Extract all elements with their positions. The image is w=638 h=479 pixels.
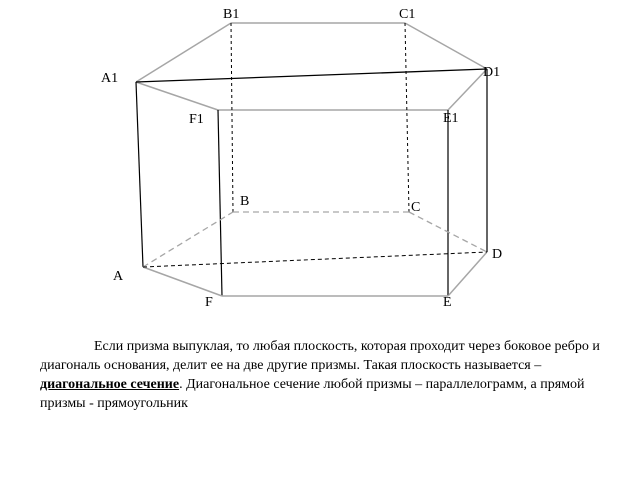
edge-a1-b1 bbox=[135, 22, 232, 83]
diagonal-a-d bbox=[142, 251, 488, 268]
edge-c-d bbox=[408, 211, 488, 253]
edge-c1-d1 bbox=[404, 22, 488, 70]
definition-sentence-1: Если призма выпуклая, то любая плоскость… bbox=[40, 339, 600, 373]
definition-sentence-2: . Диагональное сечение любой призмы – па… bbox=[40, 377, 585, 411]
edge-d1-e1 bbox=[447, 68, 488, 111]
edge-a-a1 bbox=[135, 81, 144, 268]
edge-f-a bbox=[142, 266, 223, 297]
edge-f1-a1 bbox=[135, 81, 219, 111]
edge-c-c1 bbox=[404, 22, 410, 213]
label-c: C bbox=[411, 200, 420, 215]
edge-a-b bbox=[142, 211, 234, 268]
label-b1: B1 bbox=[223, 7, 239, 22]
label-a: A bbox=[113, 269, 124, 284]
definition-text: Если призма выпуклая, то любая плоскость… bbox=[40, 337, 600, 413]
label-b: B bbox=[240, 194, 249, 209]
label-e1: E1 bbox=[443, 111, 459, 126]
label-a1: A1 bbox=[101, 71, 118, 86]
label-f: F bbox=[205, 295, 213, 310]
edge-f-f1 bbox=[217, 109, 223, 297]
term-diagonal-section: диагональное сечение bbox=[40, 377, 180, 392]
edge-d-e bbox=[447, 251, 488, 297]
label-d1: D1 bbox=[483, 65, 500, 80]
label-f1: F1 bbox=[189, 112, 204, 127]
label-c1: C1 bbox=[399, 7, 415, 22]
diagonal-a1-d1 bbox=[135, 68, 488, 83]
edge-b-b1 bbox=[230, 22, 234, 213]
label-d: D bbox=[492, 247, 502, 262]
definition-paragraph: Если призма выпуклая, то любая плоскость… bbox=[40, 337, 600, 413]
label-e: E bbox=[443, 295, 452, 310]
